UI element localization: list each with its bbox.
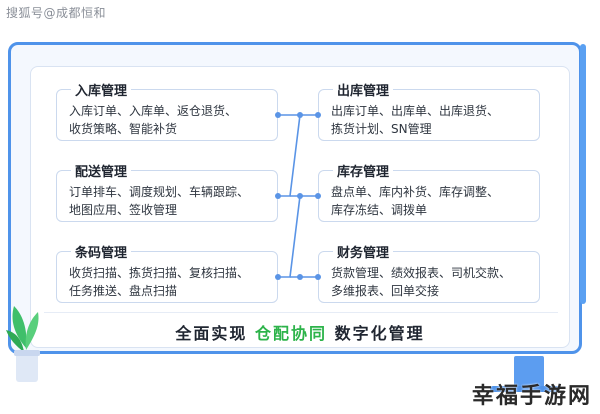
monitor-stand-base	[490, 386, 560, 392]
module-description: 盘点单、库内补货、库存调整、 库存冻结、调拨单	[331, 183, 531, 219]
module-line: 地图应用、签收管理	[69, 203, 178, 217]
module-title: 财务管理	[333, 242, 394, 261]
module-inbound: 入库管理 入库订单、入库单、返仓退货、 收货策略、智能补货	[56, 80, 278, 141]
module-line: 货款管理、绩效报表、司机交款、	[331, 266, 512, 280]
module-line: 订单排车、调度规划、车辆跟踪、	[69, 185, 250, 199]
module-title: 出库管理	[333, 80, 394, 99]
module-title: 库存管理	[333, 161, 394, 180]
module-description: 收货扫描、拣货扫描、复核扫描、 任务推送、盘点扫描	[69, 264, 269, 300]
watermark: 搜狐号@成都恒和	[6, 6, 107, 20]
slogan-prefix: 全面实现	[175, 324, 248, 343]
summary-slogan: 全面实现 仓配协同 数字化管理	[0, 320, 600, 344]
module-line: 拣货计划、SN管理	[331, 122, 432, 136]
slogan-suffix: 数字化管理	[334, 324, 425, 343]
module-title: 入库管理	[71, 80, 132, 99]
bottom-divider	[44, 312, 558, 313]
slogan-highlight: 仓配协同	[254, 324, 327, 343]
module-line: 收货策略、智能补货	[69, 122, 178, 136]
module-line: 入库订单、入库单、返仓退货、	[69, 104, 238, 118]
module-line: 任务推送、盘点扫描	[69, 284, 178, 298]
monitor-stand-icon	[514, 356, 544, 388]
module-line: 出库订单、出库单、出库退货、	[331, 104, 500, 118]
module-line: 盘点单、库内补货、库存调整、	[331, 185, 500, 199]
module-line: 多维报表、回单交接	[331, 284, 440, 298]
module-description: 出库订单、出库单、出库退货、 拣货计划、SN管理	[331, 102, 531, 138]
module-barcode: 条码管理 收货扫描、拣货扫描、复核扫描、 任务推送、盘点扫描	[56, 242, 278, 303]
module-line: 库存冻结、调拨单	[331, 203, 428, 217]
module-inventory: 库存管理 盘点单、库内补货、库存调整、 库存冻结、调拨单	[318, 161, 540, 222]
module-title: 条码管理	[71, 242, 132, 261]
module-title: 配送管理	[71, 161, 132, 180]
monitor-accent-bar	[580, 44, 586, 304]
module-outbound: 出库管理 出库订单、出库单、出库退货、 拣货计划、SN管理	[318, 80, 540, 141]
module-line: 收货扫描、拣货扫描、复核扫描、	[69, 266, 250, 280]
module-description: 入库订单、入库单、返仓退货、 收货策略、智能补货	[69, 102, 269, 138]
module-description: 订单排车、调度规划、车辆跟踪、 地图应用、签收管理	[69, 183, 269, 219]
brand-watermark: 幸福手游网	[471, 383, 592, 409]
module-description: 货款管理、绩效报表、司机交款、 多维报表、回单交接	[331, 264, 531, 300]
module-delivery: 配送管理 订单排车、调度规划、车辆跟踪、 地图应用、签收管理	[56, 161, 278, 222]
plant-icon	[6, 306, 40, 382]
module-finance: 财务管理 货款管理、绩效报表、司机交款、 多维报表、回单交接	[318, 242, 540, 303]
